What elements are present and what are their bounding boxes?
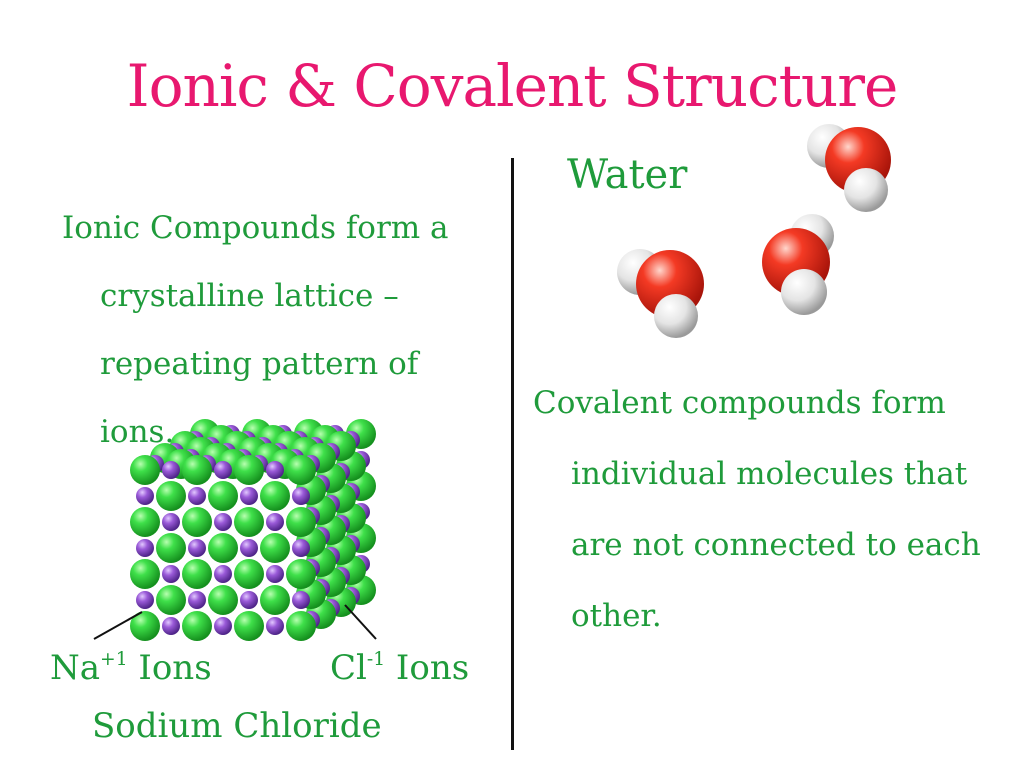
- chloride-atom: [286, 559, 316, 589]
- chloride-atom: [208, 481, 238, 511]
- na-pointer-line: [93, 611, 143, 640]
- chloride-atom: [208, 585, 238, 615]
- sodium-atom: [266, 565, 284, 583]
- chloride-atom: [130, 507, 160, 537]
- chloride-atom: [208, 533, 238, 563]
- sodium-atom: [240, 539, 258, 557]
- chloride-atom: [156, 481, 186, 511]
- chloride-atom: [260, 585, 290, 615]
- sodium-atom: [136, 487, 154, 505]
- water-molecule-image: [617, 124, 891, 338]
- chloride-atom: [182, 559, 212, 589]
- ionic-description: Ionic Compounds form a crystalline latti…: [62, 194, 502, 466]
- nacl-lattice-image: [130, 419, 376, 641]
- chloride-atom: [286, 611, 316, 641]
- sodium-atom: [266, 617, 284, 635]
- sodium-ion-label: Na+1 Ions: [50, 648, 212, 688]
- chloride-atom: [130, 559, 160, 589]
- sodium-atom: [240, 487, 258, 505]
- chloride-atom: [286, 455, 316, 485]
- sodium-atom: [188, 591, 206, 609]
- sodium-atom: [292, 487, 310, 505]
- column-divider: [511, 158, 514, 750]
- sodium-atom: [162, 565, 180, 583]
- sodium-atom: [162, 617, 180, 635]
- sodium-atom: [188, 539, 206, 557]
- sodium-atom: [266, 513, 284, 531]
- sodium-chloride-caption: Sodium Chloride: [92, 706, 382, 746]
- chloride-atom: [182, 455, 212, 485]
- covalent-description-text: Covalent compounds form individual molec…: [533, 385, 981, 634]
- chloride-atom: [130, 611, 160, 641]
- chloride-atom: [260, 533, 290, 563]
- water-heading: Water: [567, 152, 688, 198]
- chloride-atom: [286, 507, 316, 537]
- cl-pointer-line: [344, 604, 377, 640]
- chloride-atom: [156, 533, 186, 563]
- chloride-atom: [260, 481, 290, 511]
- sodium-atom: [136, 539, 154, 557]
- chloride-atom: [234, 559, 264, 589]
- chloride-atom: [156, 585, 186, 615]
- sodium-atom: [214, 461, 232, 479]
- chloride-atom: [234, 455, 264, 485]
- slide-title: Ionic & Covalent Structure: [126, 52, 899, 120]
- chloride-atom: [130, 455, 160, 485]
- sodium-atom: [162, 461, 180, 479]
- sodium-atom: [136, 591, 154, 609]
- chloride-atom: [234, 507, 264, 537]
- sodium-atom: [292, 539, 310, 557]
- covalent-description: Covalent compounds form individual molec…: [533, 368, 983, 652]
- sodium-atom: [188, 487, 206, 505]
- chloride-atom: [182, 507, 212, 537]
- sodium-atom: [214, 513, 232, 531]
- sodium-atom: [266, 461, 284, 479]
- sodium-atom: [292, 591, 310, 609]
- sodium-atom: [214, 617, 232, 635]
- sodium-atom: [240, 591, 258, 609]
- ionic-description-text: Ionic Compounds form a crystalline latti…: [62, 210, 449, 450]
- chloride-ion-label: Cl-1 Ions: [330, 648, 470, 688]
- chloride-atom: [234, 611, 264, 641]
- sodium-atom: [162, 513, 180, 531]
- sodium-atom: [214, 565, 232, 583]
- chloride-atom: [182, 611, 212, 641]
